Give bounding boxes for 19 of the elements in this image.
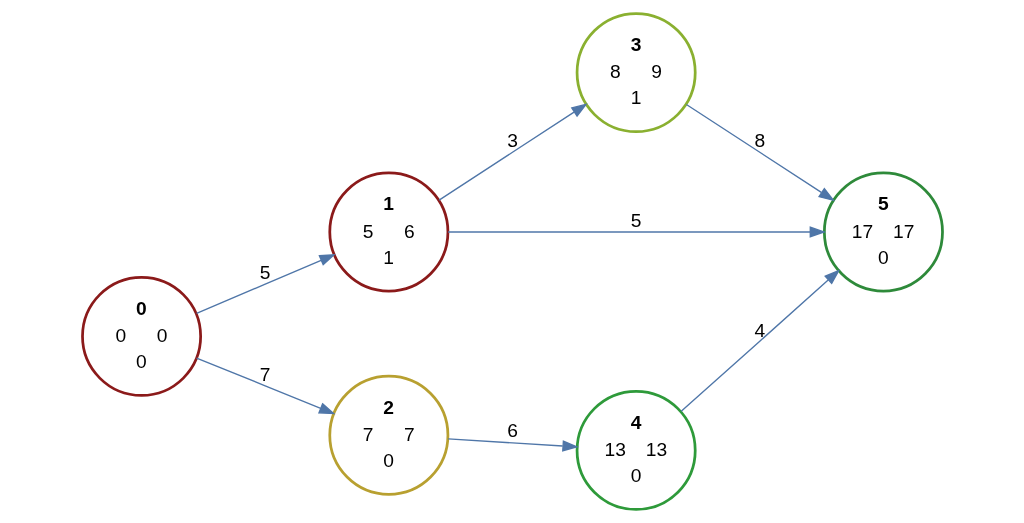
arrow: [685, 103, 835, 202]
edge-label: 6: [506, 419, 518, 441]
edge-label: 5: [630, 209, 641, 231]
edge-label: 3: [506, 130, 518, 152]
arrow: [195, 254, 336, 315]
node-circle: 2 7 7 0: [327, 374, 449, 496]
edge-label: 7: [259, 363, 271, 385]
edge-label: 4: [753, 319, 765, 341]
edge-label: 5: [259, 261, 271, 283]
arrow: [195, 357, 335, 415]
node-circle: 1 5 6 1: [327, 171, 449, 293]
arrow: [680, 269, 840, 413]
arrow: [437, 103, 588, 201]
arrow: [446, 226, 826, 238]
node-circle: 3 8 9 1: [575, 12, 697, 134]
edge-label: 8: [753, 130, 765, 152]
node-circle: 0 0 0 0: [80, 275, 202, 397]
arrow: [447, 438, 579, 452]
node-circle: 4 13 13 0: [575, 389, 697, 511]
